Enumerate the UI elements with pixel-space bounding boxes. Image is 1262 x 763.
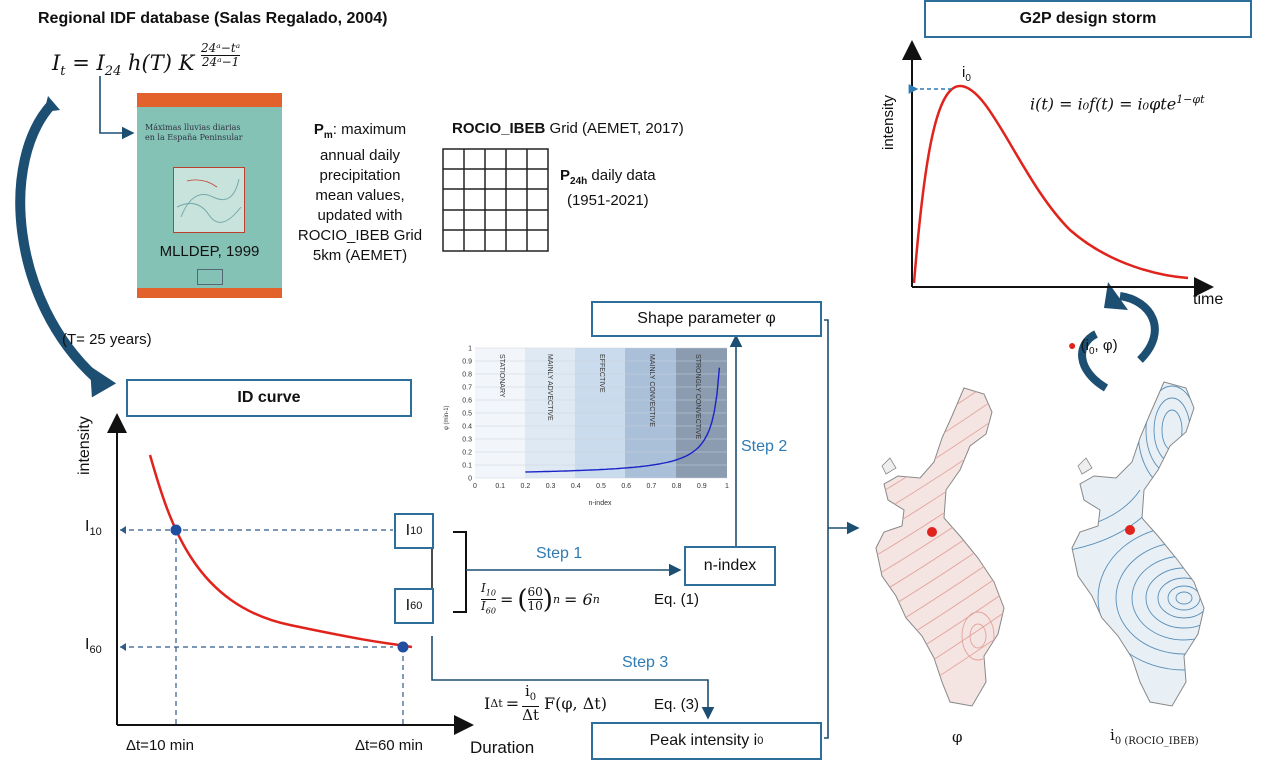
g2p-formula: i(t) = i₀f(t) = i₀φte1−φt [1030,93,1205,114]
id-curve-i10-label: I10 [85,518,102,539]
book-map-drawing [176,178,242,223]
phi-n-index-chart: 0 0.1 0.2 0.3 0.4 0.5 0.6 0.7 0.8 0.9 1 0 0.1 0.2 0.3… [444,346,729,508]
phi-map-point [927,527,937,537]
phi-xtick-label: 0.2 [521,483,531,490]
map-point-legend: ● (i0, φ) [1068,337,1118,357]
phi-map [875,387,1005,707]
id-curve-ylabel: intensity [76,416,93,475]
phi-map-caption: φ [952,728,963,746]
phi-ytick-label: 0.2 [462,450,472,457]
id-curve-chart [107,413,474,735]
id-curve-line [148,454,413,649]
idf-formula: It = I24 h(T) K 24ᵃ−tᵃ 24ᵃ−1 [52,41,241,80]
g2p-chart [902,40,1214,297]
phi-chart-ylabel: φ (min-1) [444,405,450,430]
regime-strongly-convective: STRONGLY CONVECTIVE [694,354,701,440]
i10-point [170,524,182,536]
regime-stationary: STATIONARY [498,354,505,398]
return-period-label: (T= 25 years) [62,331,152,348]
i0-map [1071,381,1205,707]
regime-effective: EFFECTIVE [598,354,605,393]
rocio-grid-icon [442,148,549,252]
g2p-title-box: G2P design storm [924,0,1252,38]
phi-xtick-label: 0.6 [621,483,631,490]
phi-curve [525,367,721,473]
shape-parameter-box: Shape parameter φ [591,301,822,337]
eq3-label: Eq. (3) [654,696,700,713]
pm-description: Pm: maximum annual daily precipitation m… [297,121,423,264]
phi-xtick-label: 0.4 [571,483,581,490]
dt60-label: Δt=60 min [355,737,423,754]
g2p-xlabel: time [1193,291,1224,308]
phi-xtick-label: 0.1 [495,483,505,490]
step3-label: Step 3 [622,654,669,671]
i0-map-caption: i0 (ROCIO_IBEB) [1110,726,1199,747]
phi-xtick-label: 0.5 [596,483,606,490]
phi-ytick-label: 0.5 [462,411,472,418]
id-curve-i60-label: I60 [85,636,102,657]
step3-arrow [431,636,715,720]
phi-ytick-label: 0 [468,476,472,483]
phi-chart-xlabel: n-index [589,500,612,507]
red-dot-icon: ● [1068,337,1077,353]
regime-mainly-convective: MAINLY CONVECTIVE [648,354,655,427]
eq1-label: Eq. (1) [654,591,700,608]
g2p-peak-label: i0 [962,64,971,84]
i0-map-point [1125,525,1135,535]
phi-ytick-label: 0.6 [462,398,472,405]
dt10-label: Δt=10 min [126,737,194,754]
phi-ytick-label: 1 [468,346,472,353]
book-caption: MLLDEP, 1999 [159,243,260,260]
phi-ytick-label: 0.8 [462,372,472,379]
i60-point [397,641,409,653]
mlldep-book-cover: Máximas lluvias diarias en la España Pen… [137,93,282,298]
phi-xtick-label: 0 [473,483,477,490]
phi-ytick-label: 0.9 [462,359,472,366]
phi-ytick-label: 0.7 [462,385,472,392]
step2-label: Step 2 [741,438,788,455]
phi-xtick-label: 0.3 [546,483,556,490]
phi-xtick-label: 0.9 [697,483,707,490]
phi-ytick-label: 0.1 [462,463,472,470]
id-curve-xlabel: Duration [470,738,535,757]
phi-xtick-label: 0.7 [647,483,657,490]
idf-database-title: Regional IDF database (Salas Regalado, 2… [38,10,388,27]
formula-to-book-arrow [99,76,135,140]
phi-ytick-label: 0.4 [462,424,472,431]
rocio-grid-title: ROCIO_IBEB Grid (AEMET, 2017) [452,120,684,137]
g2p-ylabel: intensity [880,94,897,150]
step1-label: Step 1 [536,545,583,562]
phi-xtick-label: 1 [725,483,729,490]
g2p-curve [912,84,1189,284]
id-curve-title-box: ID curve [126,379,412,417]
phi-xtick-label: 0.8 [672,483,682,490]
regime-mainly-advective: MAINLY ADVECTIVE [546,354,553,421]
phi-ytick-label: 0.3 [462,437,472,444]
p24h-description: P24h daily data (1951-2021) [560,167,656,209]
big-curved-arrow [15,100,100,382]
n-index-box: n-index [684,546,776,586]
